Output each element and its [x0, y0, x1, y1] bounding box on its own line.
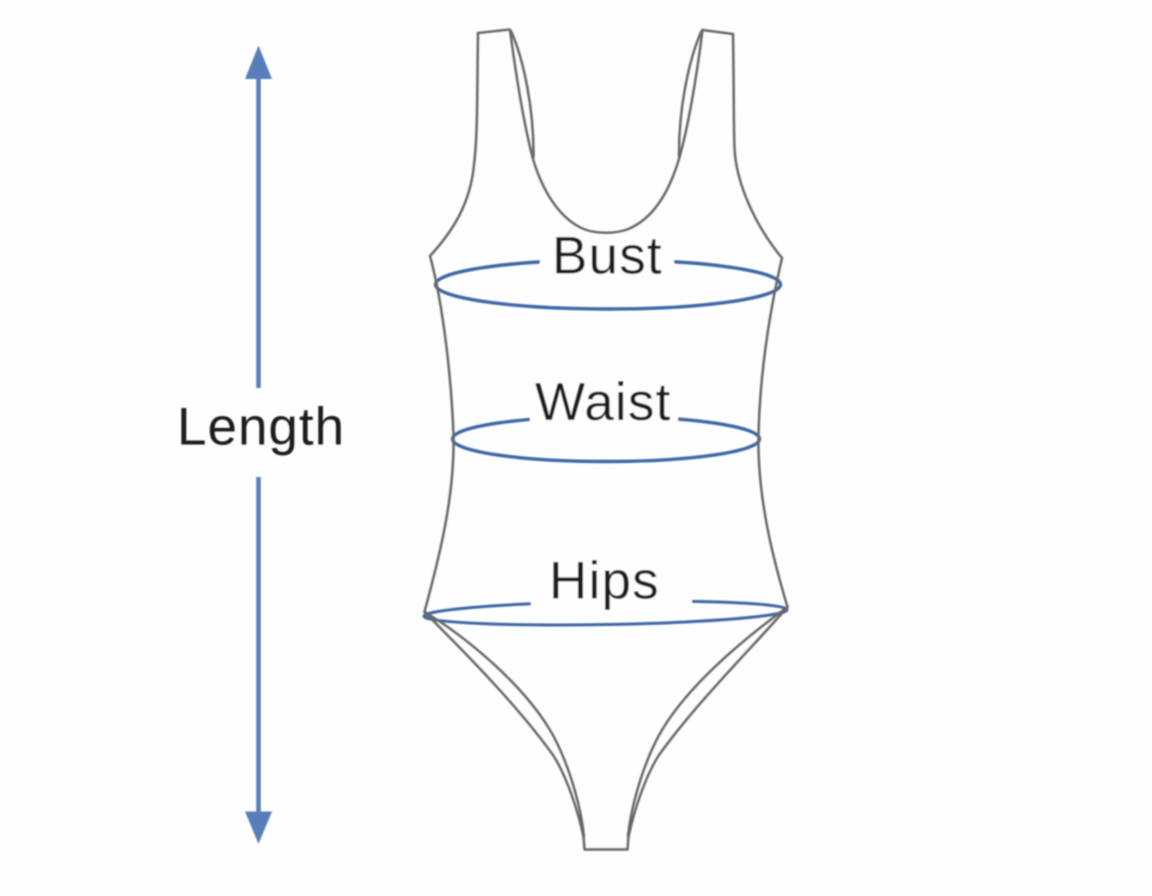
svg-text:Bust: Bust	[552, 226, 663, 285]
svg-text:Hips: Hips	[549, 552, 660, 611]
svg-text:Waist: Waist	[535, 373, 672, 432]
svg-text:Length: Length	[177, 397, 345, 456]
